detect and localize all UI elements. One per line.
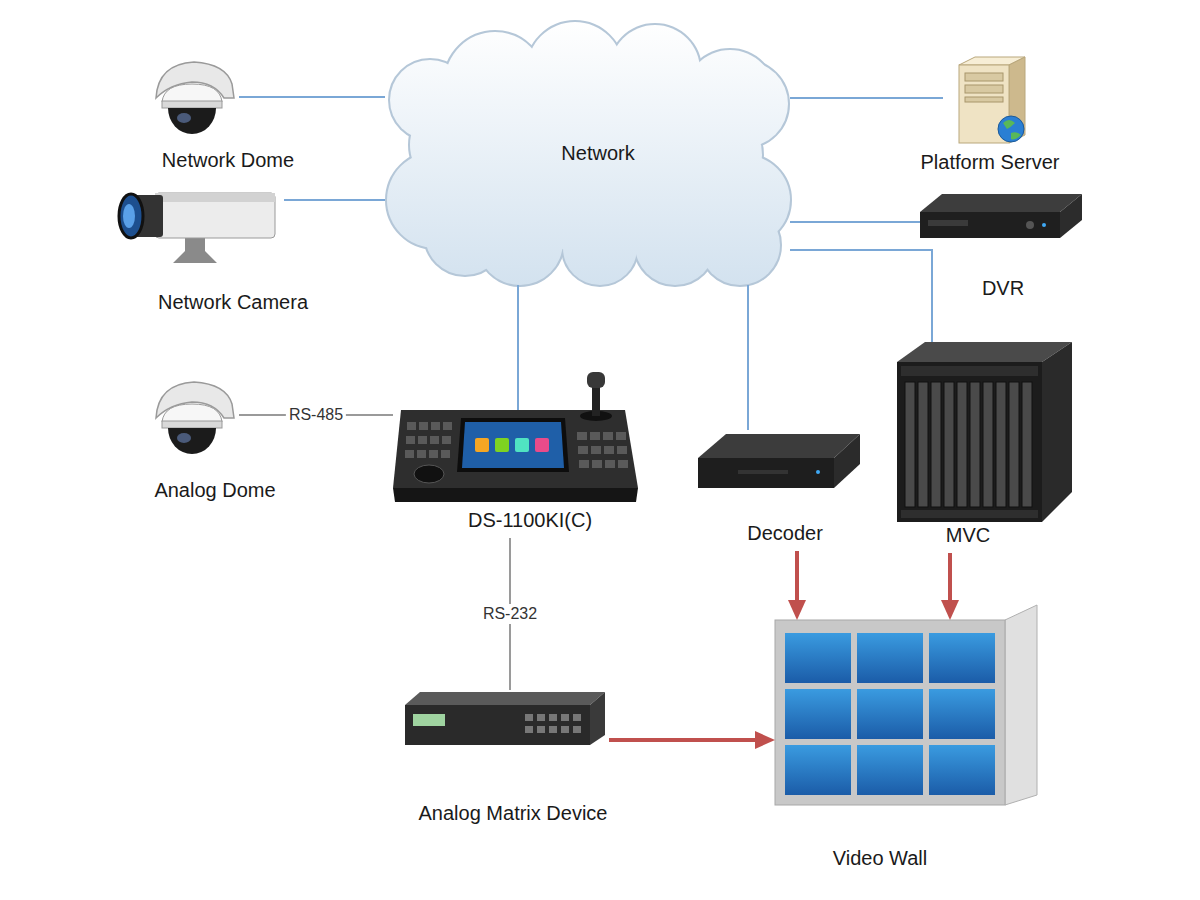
cable-line (239, 96, 385, 98)
device-label: Network Camera (158, 290, 308, 314)
device-label: DVR (982, 276, 1024, 300)
server-icon (959, 57, 1025, 143)
device-label: MVC (946, 523, 990, 547)
device-node: MVC (897, 342, 1072, 522)
video-wall-icon (775, 605, 1037, 805)
cable-line (790, 221, 920, 223)
device-label: Network Dome (162, 148, 294, 172)
dome-camera-icon (156, 382, 234, 454)
device-node: DVR (920, 190, 1082, 245)
decoder-icon (698, 434, 860, 488)
bullet-camera-icon (119, 193, 275, 263)
cable-line (517, 285, 519, 410)
signal-label: RS-232 (480, 604, 540, 624)
device-node: Network Camera (115, 185, 280, 265)
device-node: Video Wall (775, 620, 1037, 805)
device-label: Network (561, 141, 634, 165)
device-node: Network (385, 20, 790, 285)
signal-label: RS-485 (286, 405, 346, 425)
device-label: Video Wall (833, 846, 928, 870)
cable-line (790, 97, 943, 99)
device-node: Platform Server (945, 55, 1030, 145)
mvc-chassis-icon (897, 342, 1072, 522)
device-node: Analog Matrix Device (405, 690, 605, 748)
device-node: Network Dome (150, 58, 235, 138)
dvr-icon (920, 194, 1082, 238)
network-cloud (387, 22, 790, 285)
cable-line (790, 250, 932, 342)
arrow-connector (609, 738, 765, 742)
device-node: DS-1100KI(C) (393, 410, 638, 502)
device-label: Decoder (747, 521, 823, 545)
arrow-connector (795, 551, 799, 610)
dome-camera-icon (156, 62, 234, 134)
device-label: Platform Server (921, 150, 1060, 174)
device-node: Decoder (698, 430, 860, 490)
arrow-connector (948, 553, 952, 610)
device-label: DS-1100KI(C) (468, 508, 592, 532)
device-label: Analog Matrix Device (419, 801, 608, 825)
cable-line (284, 199, 385, 201)
keyboard-icon (393, 372, 638, 502)
cable-line (747, 285, 749, 430)
device-label: Analog Dome (154, 478, 275, 502)
device-node: Analog Dome (150, 378, 235, 458)
matrix-device-icon (405, 692, 605, 745)
